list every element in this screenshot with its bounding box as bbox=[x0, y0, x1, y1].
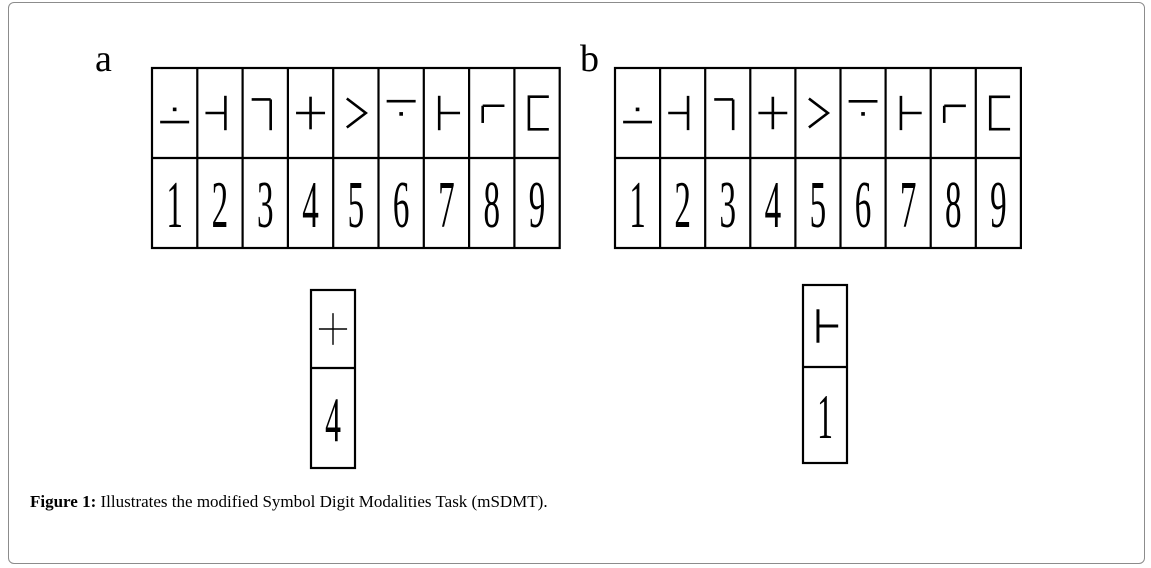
plus-symbol-icon bbox=[758, 96, 788, 130]
hook-symbol-icon bbox=[251, 98, 272, 131]
corner-symbol-icon bbox=[942, 104, 966, 123]
bar-dash-symbol-icon bbox=[899, 95, 922, 131]
probe-plus-symbol-icon bbox=[318, 313, 348, 345]
key-digit-4: 4 bbox=[302, 169, 319, 242]
bar-dash-symbol-icon bbox=[437, 95, 461, 131]
dash-bar-symbol-icon bbox=[668, 95, 690, 131]
plus-symbol-icon bbox=[296, 96, 326, 130]
key-digit-2: 2 bbox=[674, 169, 691, 242]
key-digit-5: 5 bbox=[348, 169, 365, 242]
key-digit-9: 9 bbox=[990, 169, 1007, 242]
probe-bar-dash-symbol-icon bbox=[816, 309, 839, 343]
probe-box-b: 1 bbox=[801, 283, 849, 465]
key-digit-6: 6 bbox=[855, 169, 872, 242]
hook-symbol-icon bbox=[714, 98, 735, 131]
chevron-symbol-icon bbox=[346, 97, 368, 129]
corner-symbol-icon bbox=[481, 104, 505, 123]
bracket-symbol-icon bbox=[527, 95, 549, 131]
minus-dot-symbol-icon bbox=[848, 99, 878, 116]
dot-minus-symbol-icon bbox=[623, 107, 652, 124]
chevron-symbol-icon bbox=[808, 97, 831, 129]
key-digit-5: 5 bbox=[810, 169, 827, 242]
panel-label-b: b bbox=[580, 38, 599, 80]
key-digit-3: 3 bbox=[257, 169, 274, 242]
key-digit-8: 8 bbox=[945, 169, 962, 242]
dash-bar-symbol-icon bbox=[205, 95, 227, 131]
key-digit-1: 1 bbox=[629, 169, 646, 242]
caption-lead: Figure 1: bbox=[30, 492, 97, 511]
key-digit-6: 6 bbox=[393, 169, 410, 242]
probe-box-a: 4 bbox=[309, 288, 357, 470]
key-digit-8: 8 bbox=[483, 169, 500, 242]
figure-frame bbox=[8, 2, 1145, 564]
key-digit-4: 4 bbox=[765, 169, 782, 242]
key-digit-2: 2 bbox=[212, 169, 229, 242]
probe-digit: 1 bbox=[817, 381, 833, 452]
panel-label-a: a bbox=[95, 38, 112, 80]
key-digit-7: 7 bbox=[900, 169, 917, 242]
caption-text: Illustrates the modified Symbol Digit Mo… bbox=[100, 492, 548, 511]
dot-minus-symbol-icon bbox=[160, 107, 190, 124]
key-digit-7: 7 bbox=[438, 169, 455, 242]
bracket-symbol-icon bbox=[988, 95, 1011, 131]
key-digit-1: 1 bbox=[166, 169, 183, 242]
minus-dot-symbol-icon bbox=[386, 99, 416, 116]
figure-caption: Figure 1: Illustrates the modified Symbo… bbox=[30, 492, 548, 512]
probe-digit: 4 bbox=[325, 384, 341, 455]
key-digit-9: 9 bbox=[529, 169, 546, 242]
key-digit-3: 3 bbox=[719, 169, 736, 242]
